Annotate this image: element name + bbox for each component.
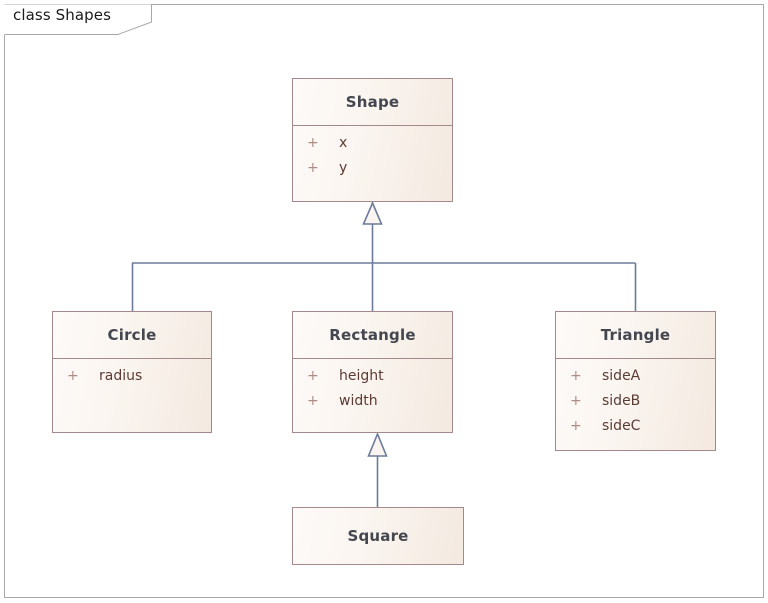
attribute-name: radius: [99, 368, 143, 384]
class-attributes-rectangle: + height + width: [293, 359, 452, 418]
attribute-row: + y: [293, 160, 452, 185]
attribute-visibility: +: [307, 135, 319, 151]
attribute-row: + width: [293, 393, 452, 418]
attribute-visibility: +: [307, 393, 319, 409]
diagram-title: class Shapes: [13, 6, 111, 24]
class-box-shape[interactable]: Shape + x + y: [292, 78, 453, 202]
attribute-visibility: +: [570, 393, 582, 409]
attribute-name: sideA: [602, 368, 641, 384]
attribute-visibility: +: [307, 368, 319, 384]
attribute-visibility: +: [570, 368, 582, 384]
class-box-square[interactable]: Square: [292, 507, 464, 565]
class-attributes-triangle: + sideA + sideB + sideC: [556, 359, 715, 443]
attribute-row: + sideB: [556, 393, 715, 418]
attribute-name: x: [339, 135, 348, 151]
attribute-visibility: +: [307, 160, 319, 176]
attribute-row: + sideA: [556, 368, 715, 393]
class-name-triangle: Triangle: [556, 312, 715, 359]
attribute-name: height: [339, 368, 384, 384]
attribute-name: sideB: [602, 393, 641, 409]
class-box-triangle[interactable]: Triangle + sideA + sideB + sideC: [555, 311, 716, 451]
attribute-row: + height: [293, 368, 452, 393]
attribute-name: sideC: [602, 418, 641, 434]
attribute-row: + radius: [53, 368, 211, 393]
class-box-rectangle[interactable]: Rectangle + height + width: [292, 311, 453, 433]
class-box-circle[interactable]: Circle + radius: [52, 311, 212, 433]
attribute-visibility: +: [570, 418, 582, 434]
attribute-row: + x: [293, 135, 452, 160]
attribute-visibility: +: [67, 368, 79, 384]
attribute-name: y: [339, 160, 348, 176]
attribute-name: width: [339, 393, 378, 409]
class-attributes-shape: + x + y: [293, 126, 452, 185]
class-name-rectangle: Rectangle: [293, 312, 452, 359]
class-attributes-circle: + radius: [53, 359, 211, 393]
class-name-square: Square: [347, 527, 409, 545]
class-name-shape: Shape: [293, 79, 452, 126]
attribute-row: + sideC: [556, 418, 715, 443]
class-name-circle: Circle: [53, 312, 211, 359]
